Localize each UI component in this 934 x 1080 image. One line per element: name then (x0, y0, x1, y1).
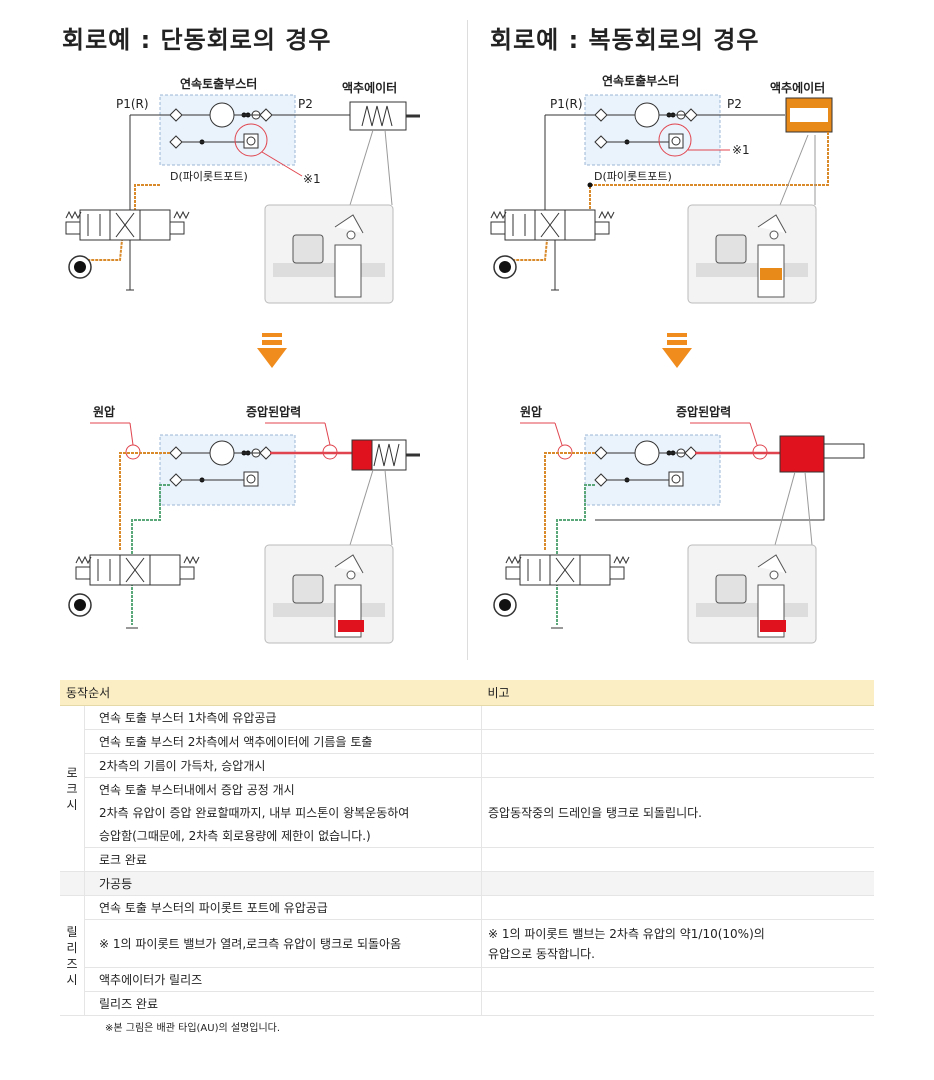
table-row: 연속 토출 부스터 2차측에서 액추에이터에 기름을 토출 (60, 729, 874, 754)
left-boosted-pressure-label: 증압된압력 (246, 405, 302, 419)
footnote: ※본 그림은 배관 타입(AU)의 설명입니다. (105, 1023, 281, 1034)
machining-step: 가공등 (84, 871, 482, 896)
left-p1-label: P1(R) (116, 97, 149, 111)
header-step: 동작순서 (60, 680, 482, 706)
down-arrow-right (662, 333, 692, 368)
left-top-circuit (65, 94, 420, 304)
right-d-label: D(파이롯트포트) (594, 170, 672, 183)
lock-step-6: 승압함(그때문에, 2차측 회로용량에 제한이 없습니다.) (84, 824, 482, 848)
down-arrow-left (257, 333, 287, 368)
table-row: 릴리즈 완료 (60, 991, 874, 1016)
lock-step-5: 2차측 유압이 증압 완료할때까지, 내부 피스톤이 왕복운동하여 (84, 801, 482, 824)
table-row: 연속 토출 부스터내에서 증압 공정 개시 증압동작중의 드레인을 탱크로 되돌… (60, 777, 874, 848)
left-d-label: D(파이롯트포트) (170, 170, 248, 183)
table-row: 가공등 (60, 871, 874, 896)
left-booster-label: 연속토출부스터 (180, 77, 258, 91)
left-p2-label: P2 (298, 97, 313, 111)
panel-divider (467, 20, 468, 660)
circuit-diagrams (65, 94, 865, 644)
release-step-3: 액추에이터가 릴리즈 (84, 967, 482, 992)
release-step-1: 연속 토출 부스터의 파이롯트 포트에 유압공급 (84, 895, 482, 920)
table-row: 2차측 유압이 증압 완료할때까지, 내부 피스톤이 왕복운동하여 (60, 801, 874, 824)
right-boosted-pressure-label: 증압된압력 (676, 405, 732, 419)
left-source-pressure-label: 원압 (93, 405, 116, 419)
right-panel-title: 회로예 : 복동회로의 경우 (490, 26, 760, 54)
table-row: ※ 1의 파이롯트 밸브가 열려,로크측 유압이 탱크로 되돌아옴 ※ 1의 파… (60, 919, 874, 968)
table-row: 2차측의 기름이 가득차, 승압개시 (60, 753, 874, 778)
release-step-2: ※ 1의 파이롯트 밸브가 열려,로크측 유압이 탱크로 되돌아옴 (84, 919, 482, 968)
right-top-circuit (490, 94, 833, 304)
lock-step-4: 연속 토출 부스터내에서 증압 공정 개시 (84, 777, 482, 801)
right-source-pressure-label: 원압 (520, 405, 543, 419)
lock-note: 증압동작중의 드레인을 탱크로 되돌립니다. (481, 777, 874, 848)
header-note: 비고 (481, 680, 874, 706)
table-row: 액추에이터가 릴리즈 (60, 967, 874, 992)
table-header-row: 동작순서 비고 (60, 680, 874, 706)
lock-step-1: 연속 토출 부스터 1차측에 유압공급 (84, 705, 482, 730)
release-note: ※ 1의 파이롯트 밸브는 2차측 유압의 약1/10(10%)의 유압으로 동… (481, 919, 874, 968)
lock-step-3: 2차측의 기름이 가득차, 승압개시 (84, 753, 482, 778)
right-p2-label: P2 (727, 97, 742, 111)
right-note-label: ※1 (732, 143, 750, 157)
left-note-label: ※1 (303, 172, 321, 186)
right-p1-label: P1(R) (550, 97, 583, 111)
release-step-4: 릴리즈 완료 (84, 991, 482, 1016)
right-actuator-label: 액추에이터 (770, 81, 826, 95)
left-bottom-circuit (68, 422, 420, 644)
table-row: 승압함(그때문에, 2차측 회로용량에 제한이 없습니다.) (60, 824, 874, 848)
right-booster-label: 연속토출부스터 (602, 74, 680, 88)
left-panel-title: 회로예 : 단동회로의 경우 (62, 26, 332, 54)
lock-step-2: 연속 토출 부스터 2차측에서 액추에이터에 기름을 토출 (84, 729, 482, 754)
table-row: 로크 완료 (60, 847, 874, 872)
right-bottom-circuit (493, 422, 865, 644)
lock-step-7: 로크 완료 (84, 847, 482, 872)
left-actuator-label: 액추에이터 (342, 81, 398, 95)
